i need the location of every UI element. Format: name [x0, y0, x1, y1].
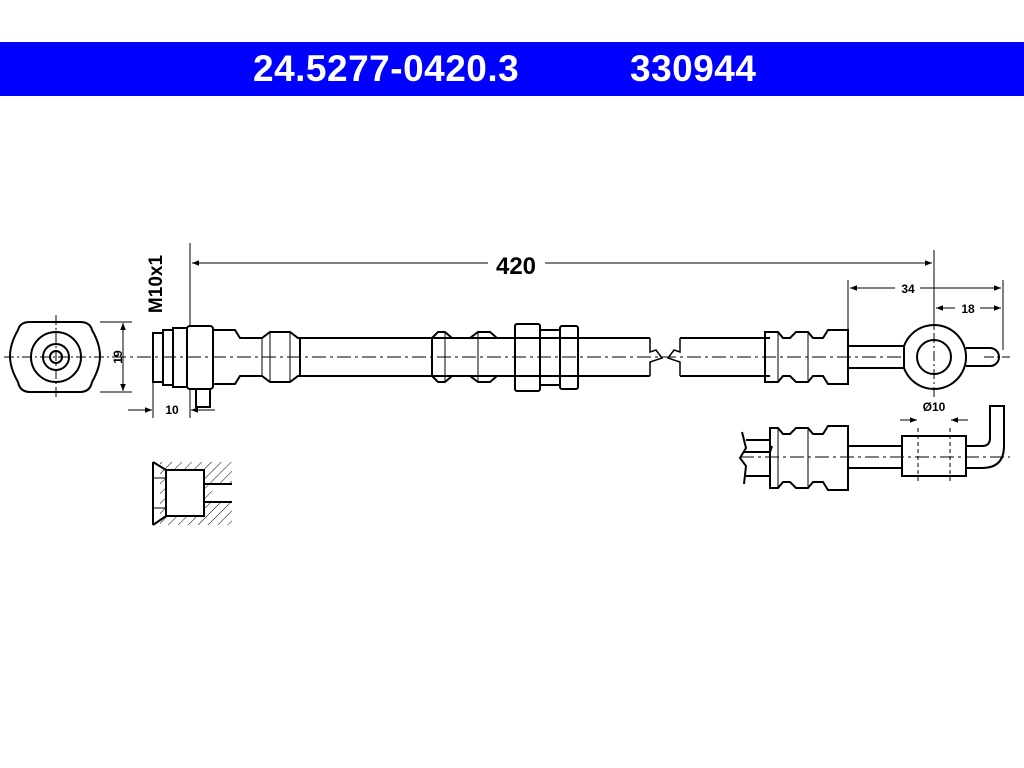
length-dimension — [192, 250, 935, 330]
thread-label: M10x1 — [146, 255, 167, 314]
left-dimensions — [128, 243, 215, 418]
hose-body — [300, 337, 770, 377]
port-section-detail — [152, 461, 232, 526]
length-label: 420 — [496, 253, 536, 280]
banjo-top-view — [903, 315, 1010, 400]
title-banner: 24.5277-0420.3 330944 — [0, 42, 1024, 96]
hex-width-label: 19 — [111, 350, 125, 364]
banjo-offset-label: 34 — [901, 282, 915, 296]
banjo-dimensions — [847, 280, 1004, 350]
banjo-center-label: 18 — [961, 302, 975, 316]
left-fitting — [152, 325, 301, 408]
right-sleeve — [764, 329, 905, 385]
part-number: 24.5277-0420.3 — [253, 48, 520, 89]
banjo-side-view — [738, 405, 1010, 491]
fitting-end-view — [4, 315, 112, 400]
reference-number: 330944 — [630, 48, 757, 89]
banjo-diameter-label: Ø10 — [923, 400, 946, 414]
fitting-length-label: 10 — [165, 403, 179, 417]
